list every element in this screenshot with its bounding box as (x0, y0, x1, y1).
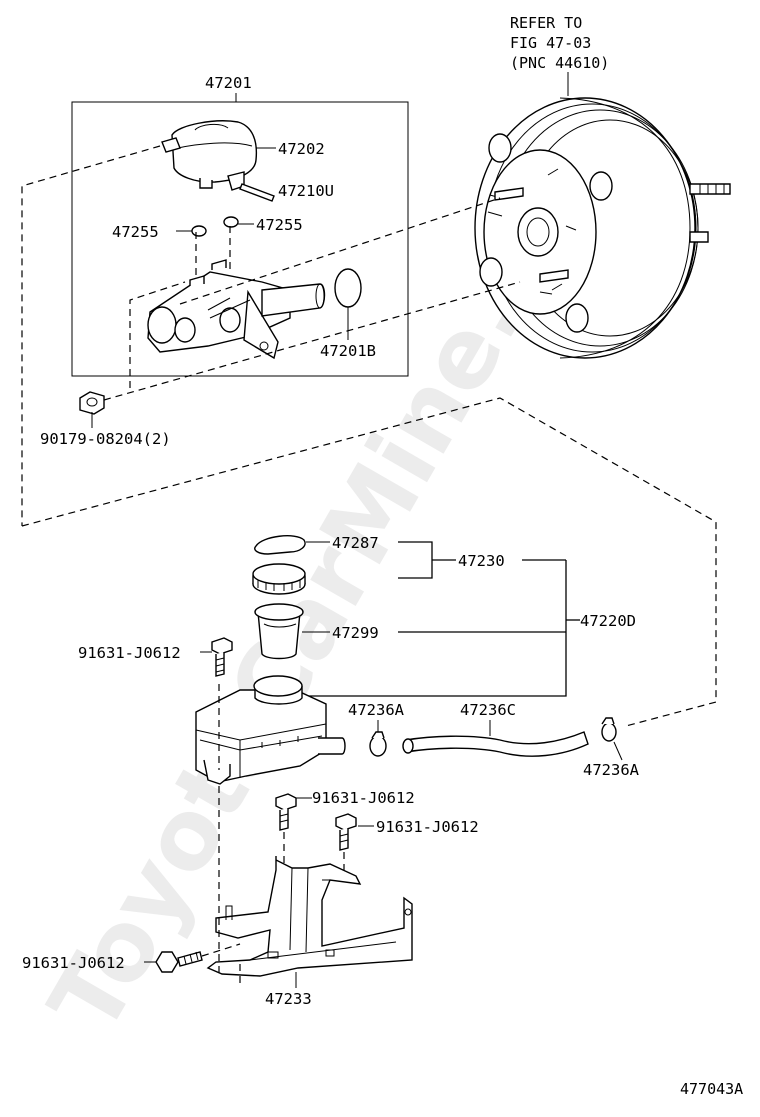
bolt-b-drawing (275, 793, 297, 831)
reservoir-body-drawing (195, 675, 346, 785)
label-91631-d: 91631-J0612 (22, 954, 125, 972)
figure-number: 477043A (680, 1080, 743, 1098)
label-47202: 47202 (278, 140, 325, 158)
master-cylinder-body-drawing (147, 259, 326, 360)
bolt-d-drawing (155, 951, 203, 973)
master-cylinder-kit-box (71, 101, 409, 377)
label-47233: 47233 (265, 990, 312, 1008)
o-ring-drawing (334, 268, 362, 308)
bolt-a-drawing (211, 637, 233, 677)
grommet-right-drawing (223, 216, 239, 228)
label-47255-right: 47255 (256, 216, 303, 234)
refer-line-2: FIG 47-03 (510, 34, 591, 52)
label-90179: 90179-08204(2) (40, 430, 171, 448)
label-47299: 47299 (332, 624, 379, 642)
clip-right-drawing (601, 717, 617, 742)
brake-booster-drawing (474, 97, 731, 359)
strainer-drawing (254, 603, 304, 660)
reservoir-tank-drawing (161, 120, 258, 191)
pin-drawing (239, 183, 275, 202)
bolt-c-drawing (335, 813, 357, 851)
label-91631-a: 91631-J0612 (78, 644, 181, 662)
reservoir-cap-drawing (252, 563, 306, 595)
label-91631-c: 91631-J0612 (376, 818, 479, 836)
label-47210u: 47210U (278, 182, 334, 200)
label-47287: 47287 (332, 534, 379, 552)
label-47236a-right: 47236A (583, 761, 640, 779)
label-47255-left: 47255 (112, 223, 159, 241)
label-47201: 47201 (205, 74, 252, 92)
clip-top-drawing (369, 731, 387, 757)
refer-line-3: (PNC 44610) (510, 54, 609, 72)
label-47236a-top: 47236A (348, 701, 405, 719)
label-47230: 47230 (458, 552, 505, 570)
label-47220d: 47220D (580, 612, 636, 630)
gasket-drawing (254, 535, 306, 555)
label-47201b: 47201B (320, 342, 376, 360)
grommet-left-drawing (191, 225, 207, 237)
hose-drawing (405, 731, 589, 757)
refer-line-1: REFER TO (510, 14, 582, 32)
label-47236c: 47236C (460, 701, 516, 719)
label-91631-b: 91631-J0612 (312, 789, 415, 807)
bracket-drawing (206, 856, 413, 977)
nut-drawing (79, 391, 105, 415)
